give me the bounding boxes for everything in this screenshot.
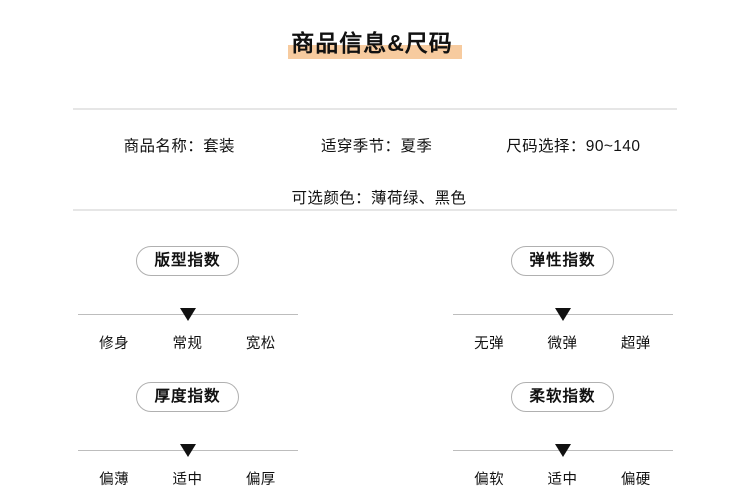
- meter-scale-thickness-index: [77, 442, 298, 458]
- meter-badge-softness-index: 柔软指数: [511, 382, 614, 413]
- meter-badge-elasticity-index: 弹性指数: [511, 246, 614, 277]
- page-title-text: 商品信息&尺码: [291, 29, 453, 56]
- meter-scale-softness-index: [452, 442, 673, 458]
- meter-tick: 超弹: [620, 336, 651, 353]
- info-label: 尺码选择：: [506, 138, 586, 155]
- meter-tick: 偏硬: [620, 472, 651, 489]
- meter-tick: 适中: [172, 472, 203, 489]
- meter-thickness-index: 厚度指数 偏薄 适中 偏厚: [0, 368, 375, 504]
- info-label: 可选颜色：: [291, 190, 372, 207]
- scale-marker-triangle-icon: [554, 308, 571, 322]
- info-label: 商品名称：: [123, 138, 204, 155]
- meter-ticks-thickness-index: 偏薄 适中 偏厚: [78, 468, 298, 489]
- scale-marker-triangle-icon: [554, 444, 571, 458]
- meter-tick: 微弹: [547, 336, 578, 353]
- meter-tick: 偏软: [474, 472, 505, 489]
- meter-tick: 偏厚: [245, 472, 276, 489]
- info-label: 适穿季节：: [320, 138, 401, 155]
- info-value: 夏季: [400, 138, 433, 155]
- divider-bottom: [73, 209, 677, 211]
- info-item-colors: 可选颜色：薄荷绿、黑色: [292, 186, 467, 208]
- meter-tick: 无弹: [474, 336, 505, 353]
- meter-softness-index: 柔软指数 偏软 适中 偏硬: [375, 368, 750, 504]
- meter-elasticity-index: 弹性指数 无弹 微弹 超弹: [375, 232, 750, 368]
- info-value: 薄荷绿、黑色: [371, 190, 467, 207]
- meter-tick: 宽松: [245, 336, 276, 353]
- product-info-section: 商品名称：套装 适穿季节：夏季 尺码选择：90~140 可选颜色：薄荷绿、黑色: [0, 108, 750, 209]
- page-title: 商品信息&尺码: [288, 29, 462, 59]
- meter-ticks-softness-index: 偏软 适中 偏硬: [453, 468, 673, 489]
- title-highlight-bar: [288, 44, 462, 59]
- meter-fit-index: 版型指数 修身 常规 宽松: [0, 232, 375, 368]
- meter-ticks-fit-index: 修身 常规 宽松: [78, 332, 298, 353]
- meter-badge-thickness-index: 厚度指数: [136, 382, 239, 413]
- page-title-wrapper: 商品信息&尺码: [0, 0, 750, 72]
- index-meters-grid: 版型指数 修身 常规 宽松 弹性指数 无弹 微弹: [0, 232, 750, 504]
- meter-scale-elasticity-index: [452, 306, 673, 322]
- scale-marker-triangle-icon: [179, 308, 196, 322]
- info-item-product-name: 商品名称：套装: [124, 134, 235, 156]
- info-item-size-range: 尺码选择：90~140: [506, 134, 640, 156]
- meter-badge-fit-index: 版型指数: [136, 246, 239, 277]
- meter-tick: 常规: [172, 336, 203, 353]
- meter-tick: 修身: [99, 336, 130, 353]
- divider-top: [73, 108, 677, 110]
- meter-scale-fit-index: [77, 306, 298, 322]
- meter-ticks-elasticity-index: 无弹 微弹 超弹: [453, 332, 673, 353]
- info-value: 套装: [203, 138, 235, 155]
- meter-tick: 适中: [547, 472, 578, 489]
- info-value: 90~140: [585, 138, 641, 155]
- info-item-season: 适穿季节：夏季: [321, 134, 432, 156]
- product-info-row: 可选颜色：薄荷绿、黑色: [0, 180, 750, 214]
- product-info-row: 商品名称：套装 适穿季节：夏季 尺码选择：90~140: [0, 128, 750, 162]
- meter-tick: 偏薄: [99, 472, 130, 489]
- scale-marker-triangle-icon: [179, 444, 196, 458]
